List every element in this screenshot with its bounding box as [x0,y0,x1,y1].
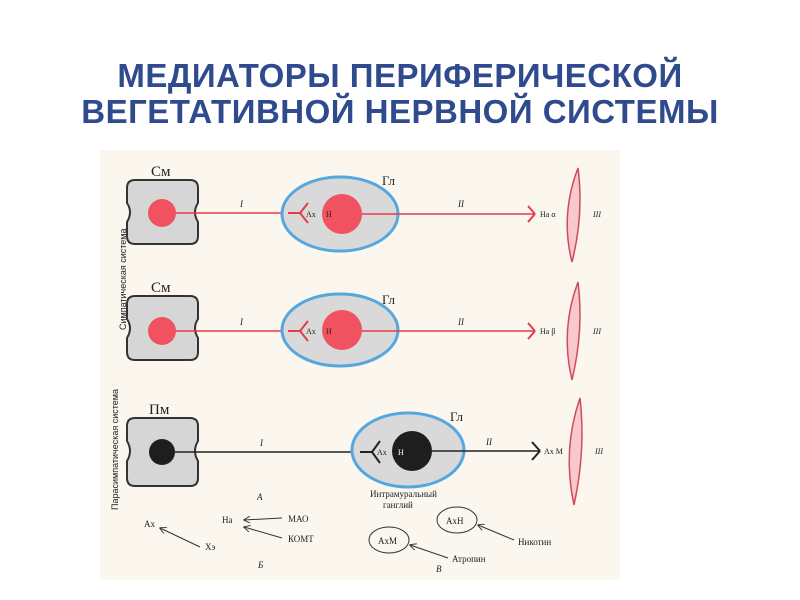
cell-nucleus-2 [148,317,176,345]
pre-fiber-label-1: I [239,199,244,209]
post-fiber-label-2: II [457,317,465,327]
metab-ax-arrow [160,528,201,548]
ganglion-neuron-3 [392,431,432,471]
effector-ending-3 [531,441,541,461]
effector-muscle-2 [566,281,581,381]
intramural-label-1: Интрамуральный [370,489,437,499]
effector-label-3: III [594,447,603,456]
ganglion-label-3: Гл [450,409,464,424]
row-sympathetic-alpha: См I Гл Ах Н II На α III [126,164,601,263]
effector-receptor-1: На α [540,210,556,219]
ganglion-neuron-2 [322,310,362,350]
parasympathetic-side-label: Парасимпатическая система [110,389,120,510]
synapse-ending-3 [360,440,381,464]
ganglion-receptor-3: Н [398,448,404,457]
effector-receptor-3: Ах М [544,447,563,456]
cell-label-3: Пм [149,402,170,418]
ganglion-receptor-2: Н [326,327,332,336]
metab-komt-arrow [244,527,283,539]
metab-mao-arrow [244,518,283,520]
ganglion-label-2: Гл [382,292,396,307]
row-sympathetic-beta: См I Гл Ах Н II На β III [126,280,601,381]
section-v-label: В [436,564,442,574]
ganglion-label-1: Гл [382,173,396,188]
synapse-ending-1 [288,202,309,224]
ganglion-receptor-1: Н [326,210,332,219]
intramural-label-2: ганглий [383,500,413,510]
post-fiber-label-1: II [457,199,465,209]
metab-mao-label: МАО [288,514,309,524]
receptor-axh-circle [436,506,478,534]
pre-fiber-label-3: I [259,438,264,448]
ganglion-ax-3: Ах [377,448,387,457]
section-b-label: Б [257,560,264,570]
effector-muscle-1 [566,167,581,263]
cell-label-1: См [151,164,171,180]
page-title: МЕДИАТОРЫ ПЕРИФЕРИЧЕСКОЙ ВЕГЕТАТИВНОЙ НЕ… [0,58,800,130]
section-a-label: А [256,492,263,502]
effector-label-1: III [592,210,601,219]
drug-atropine-label: Атропин [452,554,486,564]
title-line-2: ВЕГЕТАТИВНОЙ НЕРВНОЙ СИСТЕМЫ [81,93,719,130]
sympathetic-side-label: Симпатическая система [118,228,128,330]
ganglion-ax-1: Ах [306,210,316,219]
receptor-axh-label: АхН [446,516,464,526]
metab-xe-label: Хэ [205,542,215,552]
nicotine-arrow [478,525,515,541]
section-drugs: АхН АхМ Никотин Атропин В [368,506,551,574]
cell-label-2: См [151,280,171,296]
post-fiber-label-3: II [485,437,493,447]
cell-nucleus-1 [148,199,176,227]
effector-ending-1 [527,205,536,223]
ganglion-ax-2: Ах [306,327,316,336]
metab-komt-label: КОМТ [288,534,314,544]
pre-fiber-label-2: I [239,317,244,327]
metab-na-label: На [222,515,233,525]
cell-nucleus-3 [149,439,175,465]
section-metabolism: Ах Хэ На МАО КОМТ Б [144,514,314,570]
metab-ax-label: Ах [144,519,155,529]
row-parasympathetic: Пм I Гл Ах Н II Ах М III Интрамуральный … [126,397,603,510]
effector-receptor-2: На β [540,327,555,336]
receptor-axm-circle [368,526,410,554]
ganglion-neuron-1 [322,194,362,234]
synapse-ending-2 [288,320,309,342]
atropine-arrow [410,545,449,559]
drug-nicotine-label: Никотин [518,537,551,547]
effector-label-2: III [592,327,601,336]
effector-muscle-3 [568,397,583,506]
title-line-1: МЕДИАТОРЫ ПЕРИФЕРИЧЕСКОЙ [117,57,683,94]
effector-ending-2 [527,322,536,340]
receptor-axm-label: АхМ [378,536,397,546]
